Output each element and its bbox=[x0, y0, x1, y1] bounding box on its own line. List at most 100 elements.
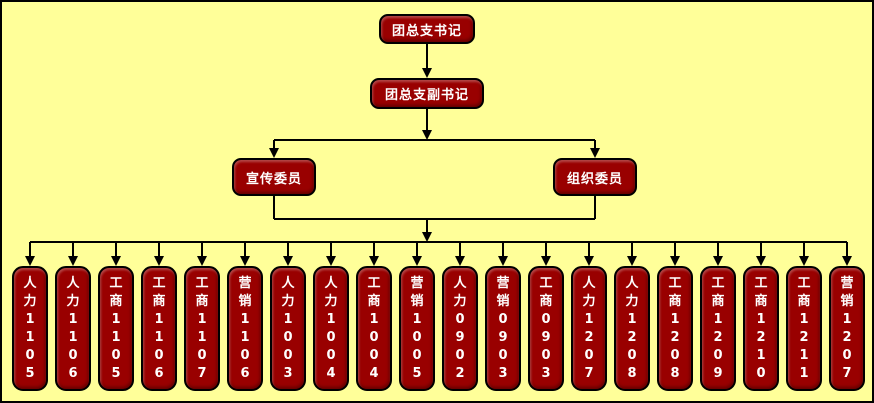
class-label-char: 商 bbox=[797, 293, 811, 309]
class-label-char: 工 bbox=[711, 275, 725, 291]
class-label-char: 力 bbox=[453, 293, 467, 309]
class-label-char: 2 bbox=[670, 329, 680, 345]
class-label-char: 1 bbox=[25, 329, 35, 345]
class-label-char: 人 bbox=[23, 275, 37, 291]
class-label-char: 9 bbox=[498, 329, 508, 345]
class-label-char: 1 bbox=[799, 347, 809, 363]
class-label-char: 人 bbox=[66, 275, 80, 291]
class-label-char: 2 bbox=[455, 365, 465, 381]
class-label-char: 0 bbox=[197, 347, 207, 363]
class-label-char: 1 bbox=[283, 311, 293, 327]
class-label-char: 0 bbox=[326, 347, 336, 363]
class-label-char: 0 bbox=[670, 347, 680, 363]
class-label-char: 销 bbox=[238, 293, 252, 309]
class-label-char: 3 bbox=[283, 365, 293, 381]
org-node-publicity-committee[interactable]: 宣传委员 bbox=[232, 158, 316, 196]
class-label-char: 4 bbox=[326, 365, 336, 381]
class-label-char: 8 bbox=[627, 365, 637, 381]
class-label-char: 商 bbox=[754, 293, 768, 309]
class-label-char: 人 bbox=[453, 275, 467, 291]
class-label-char: 0 bbox=[154, 347, 164, 363]
class-label-char: 商 bbox=[539, 293, 553, 309]
class-label-char: 0 bbox=[68, 347, 78, 363]
class-label-char: 1 bbox=[756, 311, 766, 327]
class-label-char: 1 bbox=[25, 311, 35, 327]
class-label-char: 销 bbox=[496, 293, 510, 309]
class-label-char: 0 bbox=[498, 347, 508, 363]
class-label-char: 1 bbox=[584, 311, 594, 327]
class-label-char: 工 bbox=[754, 275, 768, 291]
class-label-char: 0 bbox=[713, 347, 723, 363]
class-label-char: 3 bbox=[541, 365, 551, 381]
org-node-organization-committee[interactable]: 组织委员 bbox=[553, 158, 637, 196]
class-label-char: 0 bbox=[412, 329, 422, 345]
org-node-deputy[interactable]: 团总支副书记 bbox=[370, 78, 484, 109]
class-label-char: 7 bbox=[842, 365, 852, 381]
class-label-char: 工 bbox=[195, 275, 209, 291]
class-label-char: 力 bbox=[23, 293, 37, 309]
class-label-char: 商 bbox=[668, 293, 682, 309]
class-label-char: 2 bbox=[627, 329, 637, 345]
class-label-char: 1 bbox=[240, 329, 250, 345]
class-label-char: 营 bbox=[238, 275, 252, 291]
class-label-char: 1 bbox=[713, 311, 723, 327]
class-label-char: 2 bbox=[842, 329, 852, 345]
class-label-char: 销 bbox=[840, 293, 854, 309]
class-label-char: 1 bbox=[154, 329, 164, 345]
class-label-char: 9 bbox=[541, 329, 551, 345]
class-label-char: 1 bbox=[369, 311, 379, 327]
class-label-char: 1 bbox=[326, 311, 336, 327]
class-label-char: 5 bbox=[412, 365, 422, 381]
class-label-char: 7 bbox=[584, 365, 594, 381]
class-label-char: 营 bbox=[840, 275, 854, 291]
class-label-char: 9 bbox=[713, 365, 723, 381]
class-label-char: 0 bbox=[584, 347, 594, 363]
class-label-char: 销 bbox=[410, 293, 424, 309]
class-label-char: 0 bbox=[455, 347, 465, 363]
class-label-char: 1 bbox=[68, 329, 78, 345]
class-label-char: 1 bbox=[799, 311, 809, 327]
publicity-committee-label: 宣传委员 bbox=[245, 171, 302, 187]
class-label-char: 0 bbox=[369, 329, 379, 345]
org-node-root[interactable]: 团总支书记 bbox=[379, 14, 475, 44]
class-label-char: 1 bbox=[197, 329, 207, 345]
class-label-char: 1 bbox=[111, 329, 121, 345]
class-label-char: 0 bbox=[240, 347, 250, 363]
class-label-char: 6 bbox=[154, 365, 164, 381]
class-label-char: 0 bbox=[455, 311, 465, 327]
class-label-char: 0 bbox=[369, 347, 379, 363]
class-label-char: 人 bbox=[625, 275, 639, 291]
organization-committee-label: 组织委员 bbox=[566, 171, 623, 187]
class-label-char: 0 bbox=[326, 329, 336, 345]
class-label-char: 1 bbox=[670, 311, 680, 327]
class-label-char: 1 bbox=[756, 347, 766, 363]
class-label-char: 1 bbox=[240, 311, 250, 327]
org-node-deputy-label: 团总支副书记 bbox=[384, 88, 469, 103]
class-label-char: 0 bbox=[842, 347, 852, 363]
class-label-char: 3 bbox=[498, 365, 508, 381]
class-label-char: 7 bbox=[197, 365, 207, 381]
class-label-char: 0 bbox=[283, 347, 293, 363]
class-label-char: 2 bbox=[756, 329, 766, 345]
